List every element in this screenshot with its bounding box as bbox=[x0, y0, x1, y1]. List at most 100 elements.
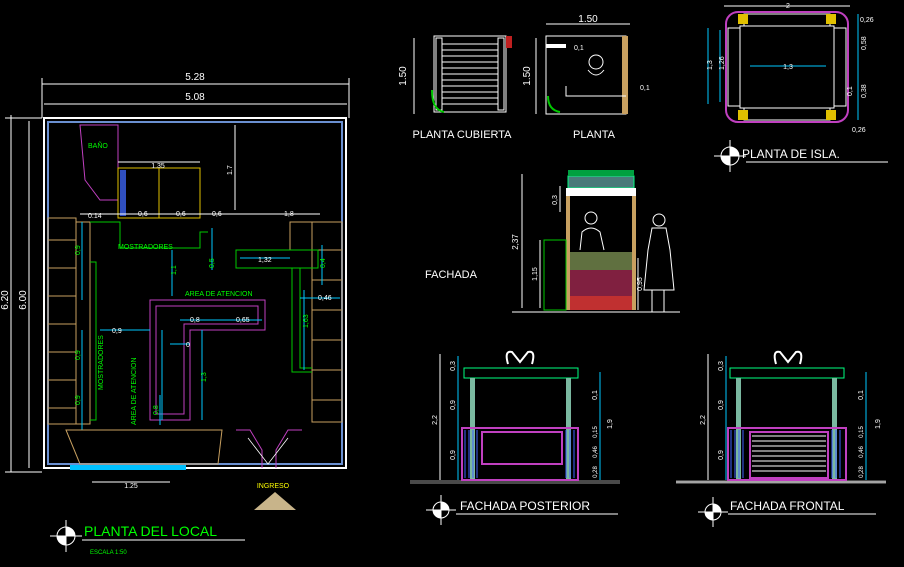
bano-partition bbox=[79, 124, 119, 201]
planta-del-local: 5.28 5.08 6.20 6.00 BAÑO 1.35 1.7 0.14 0… bbox=[0, 72, 350, 556]
dim-17: 1.7 bbox=[227, 165, 234, 175]
dim-163: 1,63 bbox=[303, 314, 310, 328]
fachada-posterior: 2,2 0,3 0,9 0,9 0,1 1,9 0,15 0,46 0,28 F… bbox=[410, 350, 620, 525]
label-mostradores-side: MOSTRADORES bbox=[98, 335, 105, 390]
local-dimension-lines bbox=[5, 78, 350, 473]
fachada: FACHADA 2,37 1,15 0,3 0,95 bbox=[425, 170, 680, 313]
title-fachada: FACHADA bbox=[425, 269, 478, 281]
label-area-atencion-top: AREA DE ATENCION bbox=[185, 291, 253, 298]
title-planta: PLANTA bbox=[573, 129, 616, 141]
isla-outline bbox=[725, 11, 849, 123]
post-dim-046: 0,46 bbox=[593, 446, 599, 458]
dim-135: 1.35 bbox=[151, 163, 165, 170]
dim-05: 0,5 bbox=[209, 258, 216, 268]
dim-620: 6.20 bbox=[0, 290, 11, 310]
front-dim-09a: 0,9 bbox=[718, 400, 725, 410]
dim-isla-026b: 0,26 bbox=[852, 127, 866, 134]
dim-isla-01: 0,1 bbox=[847, 86, 854, 96]
title-fachada-posterior: FACHADA POSTERIOR bbox=[460, 499, 590, 513]
dim-isla-126: 1,26 bbox=[719, 56, 726, 70]
post-dim-028: 0,28 bbox=[593, 466, 599, 478]
right-shelves bbox=[289, 221, 343, 423]
title-planta-cubierta: PLANTA CUBIERTA bbox=[412, 129, 512, 141]
dim-isla-038: 0,38 bbox=[861, 84, 868, 98]
mostradores bbox=[90, 221, 319, 421]
front-dim-015: 0,15 bbox=[859, 426, 865, 438]
dim-09c: 0,9 bbox=[75, 350, 82, 360]
dim-isla-058: 0,58 bbox=[861, 36, 868, 50]
entrance-door bbox=[236, 429, 302, 468]
dim-125: 1.25 bbox=[124, 483, 138, 490]
dim-08b: 0,8 bbox=[153, 405, 160, 415]
front-dim-09b: 0,9 bbox=[718, 450, 725, 460]
dim-03-fachada: 0,3 bbox=[552, 195, 559, 205]
dim-06c: 0,6 bbox=[212, 211, 222, 218]
dim-04: 0,4 bbox=[320, 258, 327, 268]
posterior-ornament bbox=[505, 350, 535, 365]
roof-outline bbox=[433, 35, 507, 113]
left-shelves bbox=[47, 217, 91, 425]
label-bano: BAÑO bbox=[88, 141, 108, 150]
frontal-counter bbox=[727, 427, 847, 481]
roof-slats bbox=[442, 43, 498, 105]
post-dim-015: 0,15 bbox=[593, 426, 599, 438]
interior-dims bbox=[81, 222, 340, 430]
entry-window bbox=[65, 429, 223, 465]
dim-01-planta-a: 0,1 bbox=[574, 45, 584, 52]
dim-014: 0.14 bbox=[88, 213, 102, 220]
posterior-counter bbox=[461, 427, 579, 481]
dim-06b: 0,6 bbox=[176, 211, 186, 218]
dim-150-planta-h: 1.50 bbox=[522, 66, 533, 86]
dim-095: 0,95 bbox=[637, 277, 644, 291]
dim-isla-13-w: 1,3 bbox=[783, 64, 793, 71]
label-ingreso: INGRESO bbox=[257, 483, 290, 490]
dim-11: 1,1 bbox=[171, 265, 178, 275]
dim-0: 0 bbox=[186, 342, 190, 349]
post-dim-22: 2,2 bbox=[432, 415, 439, 425]
post-dim-19: 1,9 bbox=[607, 419, 614, 429]
dim-01-planta-b: 0,1 bbox=[640, 85, 650, 92]
entry-arrow bbox=[254, 492, 296, 510]
label-area-atencion-side: AREA DE ATENCION bbox=[131, 357, 138, 425]
dim-06a: 0,6 bbox=[138, 211, 148, 218]
frontal-shutter bbox=[752, 435, 826, 472]
dim-065: 0,65 bbox=[236, 317, 250, 324]
frontal-ornament bbox=[773, 350, 803, 365]
post-dim-09a: 0,9 bbox=[450, 400, 457, 410]
title-planta-isla: PLANTA DE ISLA. bbox=[742, 147, 840, 161]
outer-wall bbox=[43, 117, 347, 469]
dim-18: 1,8 bbox=[284, 211, 294, 218]
dim-528: 5.28 bbox=[185, 72, 205, 83]
label-mostradores-top: MOSTRADORES bbox=[118, 244, 173, 251]
dim-09d: 0,9 bbox=[75, 395, 82, 405]
dim-08: 0,8 bbox=[190, 317, 200, 324]
dim-600: 6.00 bbox=[18, 290, 29, 310]
dim-046: 0,46 bbox=[318, 295, 332, 302]
dim-237: 2,37 bbox=[511, 234, 520, 250]
dim-150-planta-w: 1.50 bbox=[578, 14, 598, 25]
title-fachada-frontal: FACHADA FRONTAL bbox=[730, 499, 845, 513]
dim-508: 5.08 bbox=[185, 92, 205, 103]
planta-isla: 2 1,3 1,3 1,26 0,58 0,1 0,38 0,26 0,26 P… bbox=[707, 3, 888, 172]
front-dim-22: 2,2 bbox=[700, 415, 707, 425]
front-dim-01: 0,1 bbox=[858, 390, 865, 400]
planta-cubierta: 1.50 PLANTA CUBIERTA bbox=[398, 35, 512, 141]
front-dim-028: 0,28 bbox=[859, 466, 865, 478]
front-dim-19: 1,9 bbox=[875, 419, 882, 429]
dim-115: 1,15 bbox=[532, 267, 539, 281]
planta-kiosk: 1.50 1.50 0,1 0,1 PLANTA bbox=[522, 14, 650, 141]
post-dim-09b: 0,9 bbox=[450, 450, 457, 460]
fachada-frontal: 2,2 0,3 0,9 0,9 0,1 1,9 0,15 0,46 0,28 bbox=[676, 350, 886, 527]
dim-13: 1,3 bbox=[201, 372, 208, 382]
person-top-icon bbox=[588, 54, 604, 70]
dim-isla-026a: 0,26 bbox=[860, 17, 874, 24]
area-atencion-counter bbox=[149, 299, 266, 421]
dim-132: 1,32 bbox=[258, 257, 272, 264]
label-escala: ESCALA 1:50 bbox=[90, 550, 127, 556]
dim-150-cubierta: 1.50 bbox=[398, 66, 409, 86]
dim-09b: 0,9 bbox=[112, 328, 122, 335]
fachada-roof bbox=[567, 175, 635, 189]
post-dim-03: 0,3 bbox=[450, 361, 457, 371]
front-dim-046: 0,46 bbox=[859, 446, 865, 458]
